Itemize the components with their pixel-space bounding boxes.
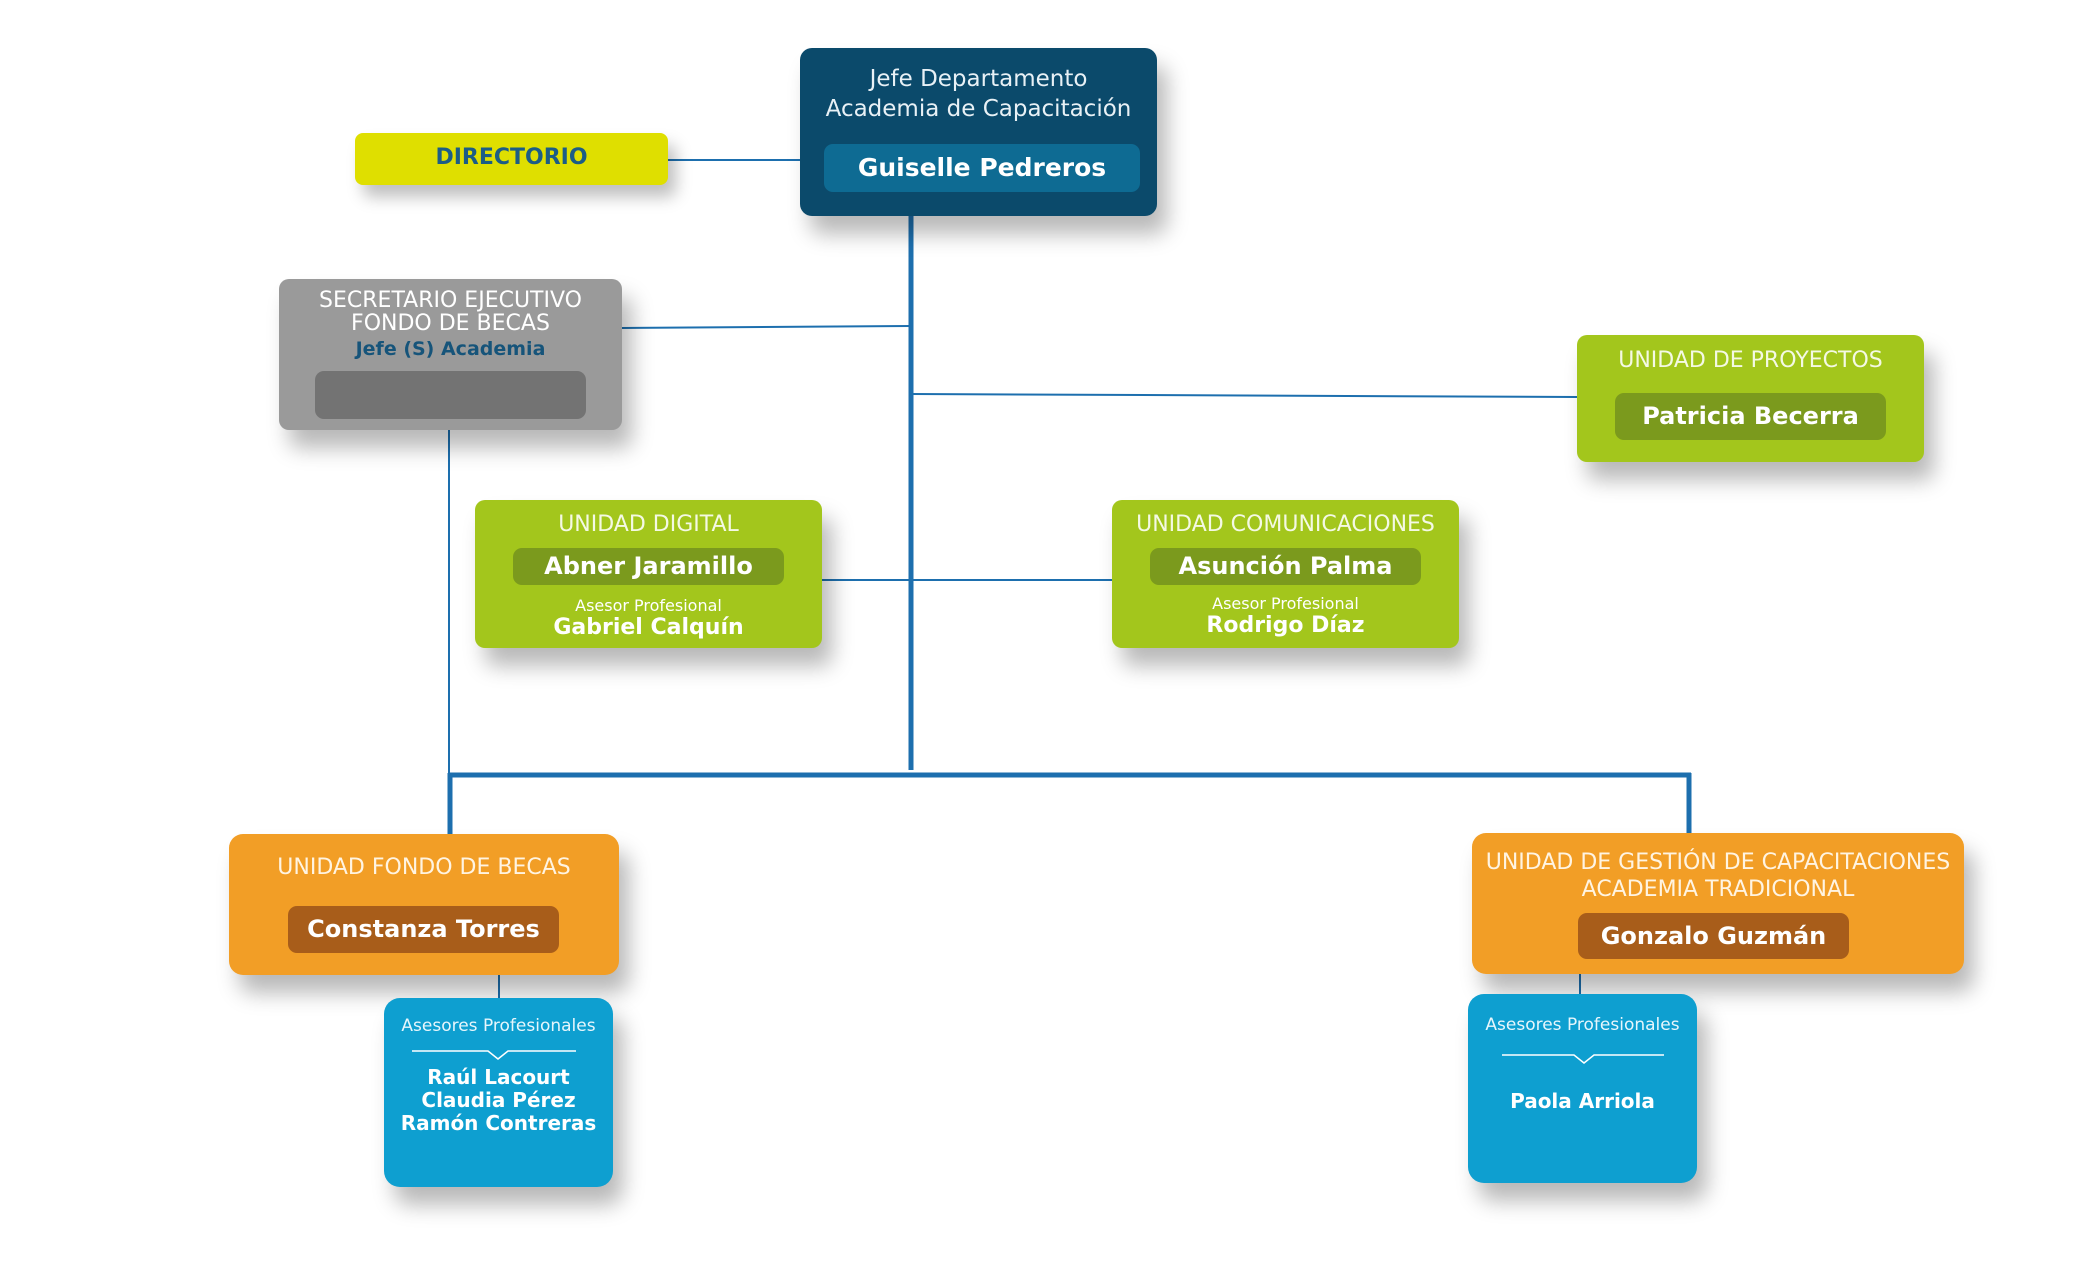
digital-name: Abner Jaramillo: [513, 548, 784, 585]
asesores-gestion-header: Asesores Profesionales: [1485, 1015, 1680, 1035]
unidad-digital-box: UNIDAD DIGITAL Abner Jaramillo Asesor Pr…: [475, 500, 822, 648]
gestion-name: Gonzalo Guzmán: [1578, 913, 1849, 959]
secretario-name: [315, 371, 586, 419]
directorio-box: DIRECTORIO: [355, 133, 668, 185]
unidad-fondo-becas-box: UNIDAD FONDO DE BECAS Constanza Torres: [229, 834, 619, 975]
becas-title: UNIDAD FONDO DE BECAS: [277, 855, 571, 880]
unidad-gestion-box: UNIDAD DE GESTIÓN DE CAPACITACIONES ACAD…: [1472, 833, 1964, 974]
gestion-title-line1: UNIDAD DE GESTIÓN DE CAPACITACIONES: [1485, 850, 1951, 875]
comunicaciones-advisor-label: Asesor Profesional: [1212, 594, 1359, 613]
jefe-title-line1: Jefe Departamento: [869, 66, 1088, 92]
asesores-becas-name: Ramón Contreras: [400, 1111, 597, 1135]
unidad-comunicaciones-box: UNIDAD COMUNICACIONES Asunción Palma Ase…: [1112, 500, 1459, 648]
connector-proyectos: [910, 393, 1578, 398]
asesores-becas-header: Asesores Profesionales: [401, 1016, 596, 1036]
asesores-gestion-box: Asesores Profesionales Paola Arriola: [1468, 994, 1697, 1183]
jefe-name: Guiselle Pedreros: [824, 144, 1140, 192]
comunicaciones-advisor-name: Rodrigo Díaz: [1206, 613, 1365, 638]
asesores-becas-name: Raúl Lacourt: [427, 1065, 570, 1089]
connector-secretario: [621, 325, 912, 329]
becas-name: Constanza Torres: [288, 906, 559, 953]
jefe-title-line2: Academia de Capacitación: [825, 96, 1132, 122]
proyectos-name: Patricia Becerra: [1615, 393, 1886, 440]
chevron-divider-icon: [412, 1050, 576, 1060]
asesores-becas-box: Asesores Profesionales Raúl Lacourt Clau…: [384, 998, 613, 1187]
comunicaciones-name: Asunción Palma: [1150, 548, 1421, 585]
comunicaciones-title: UNIDAD COMUNICACIONES: [1136, 512, 1435, 537]
secretario-title-line2: FONDO DE BECAS: [351, 311, 550, 336]
chevron-divider-icon: [1502, 1054, 1664, 1064]
digital-advisor-label: Asesor Profesional: [575, 596, 722, 615]
secretario-subtitle: Jefe (S) Academia: [355, 338, 546, 360]
secretario-ejecutivo-box: SECRETARIO EJECUTIVO FONDO DE BECAS Jefe…: [279, 279, 622, 430]
digital-title: UNIDAD DIGITAL: [558, 512, 739, 537]
gestion-title-line2: ACADEMIA TRADICIONAL: [1581, 877, 1855, 902]
jefe-departamento-box: Jefe Departamento Academia de Capacitaci…: [800, 48, 1157, 216]
digital-advisor-name: Gabriel Calquín: [553, 615, 744, 640]
secretario-title-line1: SECRETARIO EJECUTIVO: [319, 288, 582, 313]
proyectos-title: UNIDAD DE PROYECTOS: [1618, 348, 1883, 373]
asesores-becas-name: Claudia Pérez: [421, 1088, 576, 1112]
directorio-label: DIRECTORIO: [435, 145, 588, 170]
unidad-proyectos-box: UNIDAD DE PROYECTOS Patricia Becerra: [1577, 335, 1924, 462]
asesores-gestion-name: Paola Arriola: [1510, 1089, 1655, 1113]
